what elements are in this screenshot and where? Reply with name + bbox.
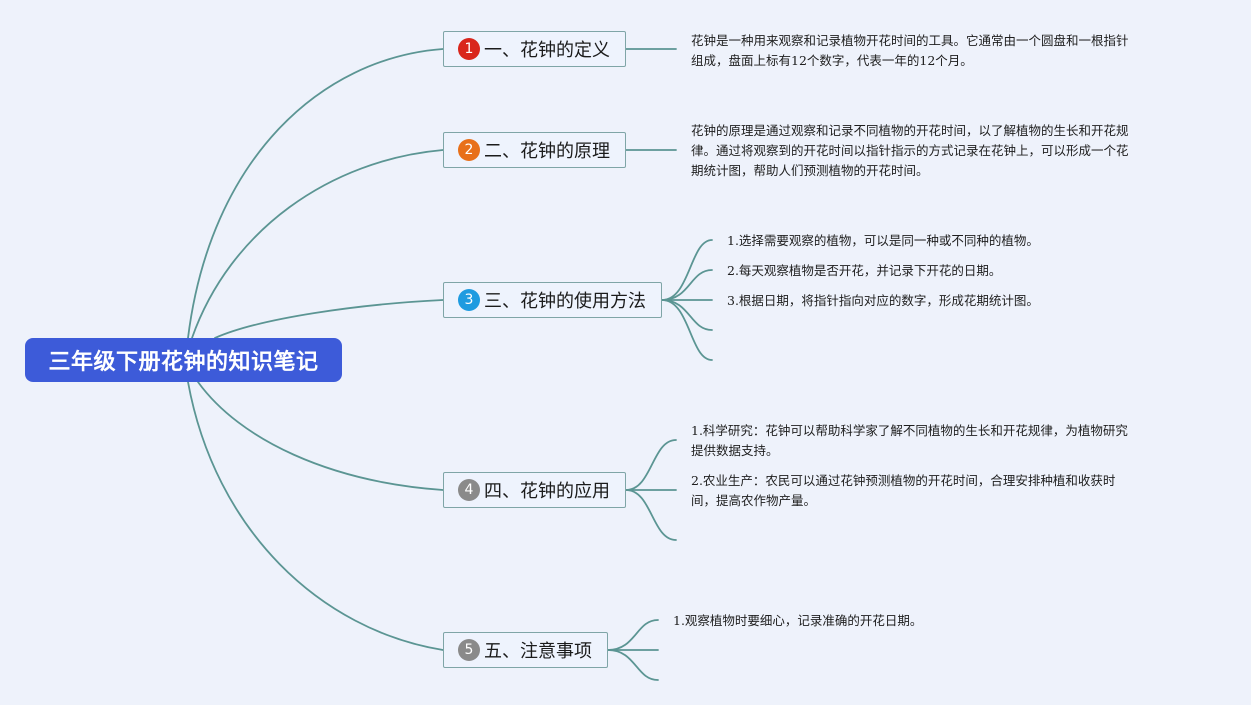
leaf-definition-detail[interactable]: 花钟是一种用来观察和记录植物开花时间的工具。它通常由一个圆盘和一根指针 组成，盘… bbox=[691, 31, 1129, 71]
detail-line: 组成，盘面上标有12个数字，代表一年的12个月。 bbox=[691, 53, 973, 68]
detail-line: 花钟的原理是通过观察和记录不同植物的开花时间，以了解植物的生长和开花规 bbox=[691, 123, 1129, 138]
branch-label: 四、花钟的应用 bbox=[484, 481, 610, 502]
link-branch-5-detail-1 bbox=[607, 619, 659, 651]
root-title: 三年级下册花钟的知识笔记 bbox=[48, 350, 319, 375]
detail-line: 提供数据支持。 bbox=[691, 443, 779, 458]
branch-label: 二、花钟的原理 bbox=[484, 141, 610, 162]
detail-line: 间，提高农作物产量。 bbox=[691, 493, 817, 508]
detail-line: 1.科学研究：花钟可以帮助科学家了解不同植物的生长和开花规律，为植物研究 bbox=[691, 423, 1128, 438]
leaf-precautions-1[interactable]: 1.观察植物时要细心，记录准确的开花日期。 bbox=[673, 611, 922, 631]
link-root-branch-3 bbox=[214, 299, 444, 339]
branch-label: 三、花钟的使用方法 bbox=[484, 291, 646, 312]
leaf-application-agriculture[interactable]: 2.农业生产：农民可以通过花钟预测植物的开花时间，合理安排种植和收获时 间，提高… bbox=[691, 471, 1115, 511]
link-branch-4-detail-1 bbox=[625, 439, 677, 491]
link-root-branch-4 bbox=[197, 381, 444, 491]
link-root-branch-2 bbox=[191, 149, 444, 339]
leaf-usage-step-1[interactable]: 1.选择需要观察的植物，可以是同一种或不同种的植物。 bbox=[727, 231, 1039, 251]
detail-line: 期统计图，帮助人们预测植物的开花时间。 bbox=[691, 163, 929, 178]
branch-principle[interactable]: 2 二、花钟的原理 bbox=[443, 132, 626, 168]
leaf-principle-detail[interactable]: 花钟的原理是通过观察和记录不同植物的开花时间，以了解植物的生长和开花规 律。通过… bbox=[691, 121, 1129, 181]
branch-application[interactable]: 4 四、花钟的应用 bbox=[443, 472, 626, 508]
branch-precautions[interactable]: 5 五、注意事项 bbox=[443, 632, 608, 668]
number-badge-4: 4 bbox=[458, 479, 480, 501]
link-root-branch-5 bbox=[187, 381, 444, 651]
detail-line: 2.每天观察植物是否开花，并记录下开花的日期。 bbox=[727, 263, 1002, 278]
branch-label: 五、注意事项 bbox=[484, 641, 592, 662]
leaf-usage-step-2[interactable]: 2.每天观察植物是否开花，并记录下开花的日期。 bbox=[727, 261, 1001, 281]
root-topic[interactable]: 三年级下册花钟的知识笔记 bbox=[25, 338, 342, 382]
detail-line: 1.观察植物时要细心，记录准确的开花日期。 bbox=[673, 613, 923, 628]
number-badge-3: 3 bbox=[458, 289, 480, 311]
detail-line: 1.选择需要观察的植物，可以是同一种或不同种的植物。 bbox=[727, 233, 1039, 248]
branch-usage[interactable]: 3 三、花钟的使用方法 bbox=[443, 282, 662, 318]
branch-label: 一、花钟的定义 bbox=[484, 40, 610, 61]
leaf-usage-step-3[interactable]: 3.根据日期，将指针指向对应的数字，形成花期统计图。 bbox=[727, 291, 1039, 311]
detail-line: 律。通过将观察到的开花时间以指针指示的方式记录在花钟上，可以形成一个花 bbox=[691, 143, 1129, 158]
link-branch-3-step-1 bbox=[661, 239, 713, 301]
link-branch-4-detail-3 bbox=[625, 489, 677, 541]
detail-line: 2.农业生产：农民可以通过花钟预测植物的开花时间，合理安排种植和收获时 bbox=[691, 473, 1116, 488]
link-branch-3-step-5 bbox=[661, 299, 713, 361]
leaf-application-science[interactable]: 1.科学研究：花钟可以帮助科学家了解不同植物的生长和开花规律，为植物研究 提供数… bbox=[691, 421, 1128, 461]
detail-line: 花钟是一种用来观察和记录植物开花时间的工具。它通常由一个圆盘和一根指针 bbox=[691, 33, 1129, 48]
link-branch-5-detail-3 bbox=[607, 649, 659, 681]
link-root-branch-1 bbox=[187, 48, 444, 339]
branch-definition[interactable]: 1 一、花钟的定义 bbox=[443, 31, 626, 67]
number-badge-1: 1 bbox=[458, 38, 480, 60]
number-badge-2: 2 bbox=[458, 139, 480, 161]
number-badge-5: 5 bbox=[458, 639, 480, 661]
detail-line: 3.根据日期，将指针指向对应的数字，形成花期统计图。 bbox=[727, 293, 1039, 308]
